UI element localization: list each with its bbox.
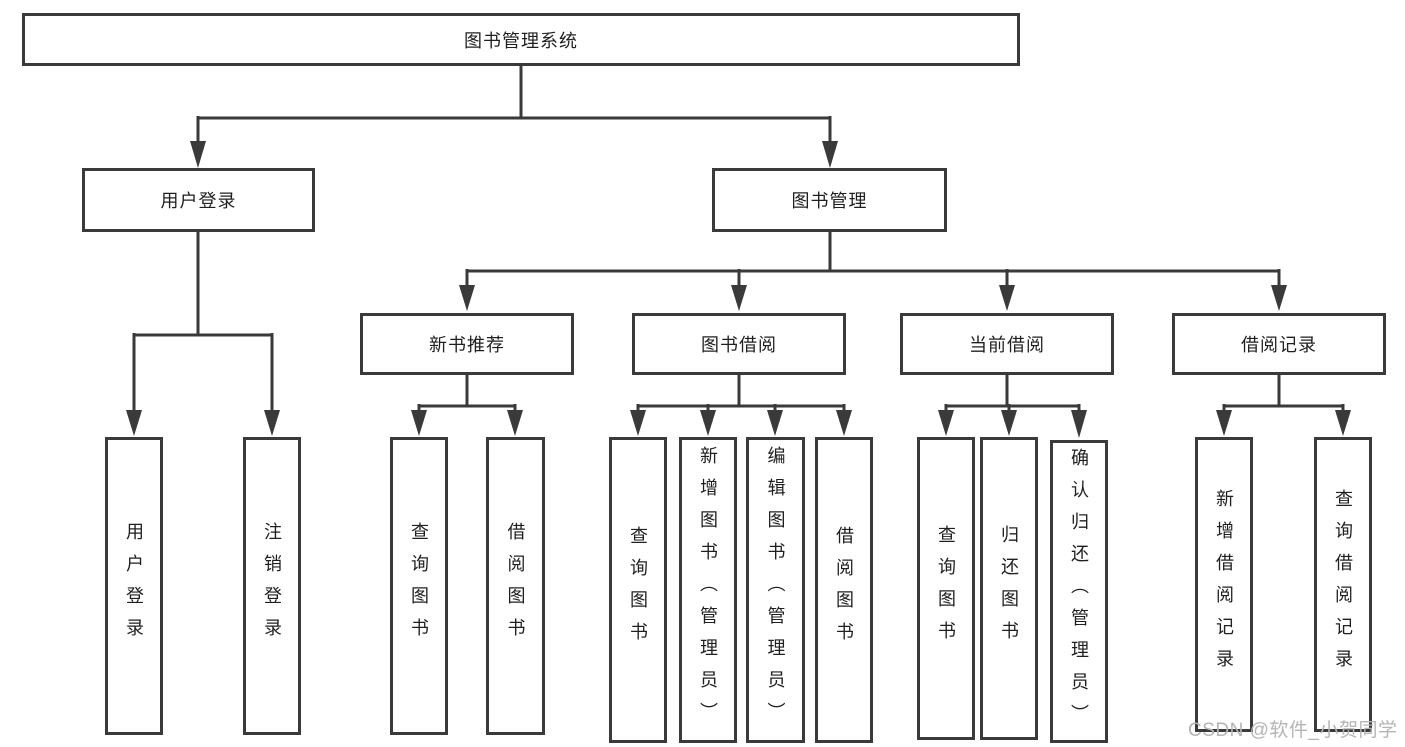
- leaf-add-books-admin-label: 新增图书（管理员）: [698, 446, 718, 734]
- leaf-borrow-books-2-label: 借阅图书: [834, 526, 854, 654]
- leaf-add-books-admin: 新增图书（管理员）: [679, 437, 737, 743]
- leaf-borrow-books-1: 借阅图书: [486, 437, 545, 735]
- leaf-add-borrow-record: 新增借阅记录: [1195, 437, 1253, 732]
- leaf-query-books-2-label: 查询图书: [628, 526, 648, 654]
- node-book-borrowing: 图书借阅: [632, 313, 846, 375]
- leaf-edit-books-admin: 编辑图书（管理员）: [746, 437, 805, 743]
- leaf-return-books: 归还图书: [980, 437, 1038, 740]
- leaf-query-books-3: 查询图书: [917, 437, 975, 740]
- connector-book-borrowing-to-leaves: [630, 375, 852, 436]
- leaf-user-login-label: 用户登录: [124, 522, 144, 650]
- connector-user-login-to-leaves: [126, 232, 280, 436]
- node-book-management: 图书管理: [712, 168, 947, 232]
- leaf-query-borrow-record: 查询借阅记录: [1314, 437, 1372, 732]
- leaf-query-books-1: 查询图书: [390, 437, 448, 735]
- node-borrowing-records: 借阅记录: [1172, 313, 1386, 375]
- csdn-watermark: CSDN @软件_小贺同学: [1188, 720, 1398, 741]
- leaf-return-books-label: 归还图书: [999, 524, 1019, 653]
- leaf-edit-books-admin-label: 编辑图书（管理员）: [765, 446, 786, 734]
- node-library-management-system: 图书管理系统: [22, 13, 1020, 66]
- leaf-query-borrow-record-label: 查询借阅记录: [1333, 488, 1353, 681]
- leaf-logout: 注销登录: [243, 437, 301, 735]
- leaf-query-books-1-label: 查询图书: [409, 522, 429, 650]
- connector-current-borrowing-to-leaves: [938, 375, 1087, 438]
- leaf-borrow-books-1-label: 借阅图书: [505, 522, 526, 650]
- leaf-borrow-books-2: 借阅图书: [815, 437, 873, 743]
- connector-root-to-branches: [190, 66, 838, 168]
- node-new-book-recommendation: 新书推荐: [360, 313, 574, 375]
- leaf-confirm-return-admin-label: 确认归还（管理员）: [1069, 447, 1089, 736]
- node-current-borrowing: 当前借阅: [900, 313, 1114, 375]
- connector-new-book-recommendation-to-leaves: [411, 375, 523, 436]
- connector-book-management-to-sections: [459, 232, 1287, 311]
- node-user-login: 用户登录: [82, 168, 315, 232]
- leaf-logout-label: 注销登录: [262, 522, 282, 650]
- leaf-query-books-2: 查询图书: [609, 437, 667, 743]
- connector-borrowing-records-to-leaves: [1216, 375, 1351, 436]
- leaf-user-login: 用户登录: [105, 437, 163, 735]
- leaf-confirm-return-admin: 确认归还（管理员）: [1050, 440, 1108, 743]
- leaf-add-borrow-record-label: 新增借阅记录: [1214, 488, 1234, 681]
- leaf-query-books-3-label: 查询图书: [936, 524, 956, 653]
